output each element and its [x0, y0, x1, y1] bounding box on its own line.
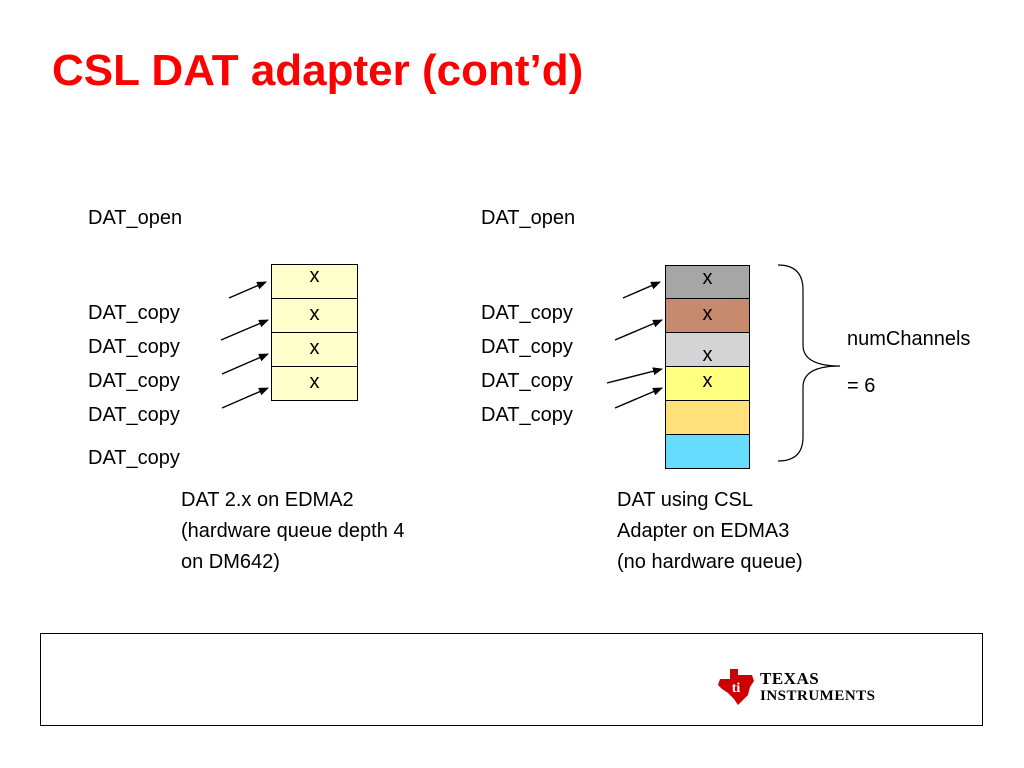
ti-state-icon: ti	[718, 669, 754, 705]
left-dat-copy-label-1: DAT_copy	[88, 302, 180, 324]
right-dat-copy-label-3: DAT_copy	[481, 370, 573, 392]
right-dat-copy-label-1: DAT_copy	[481, 302, 573, 324]
right-channel-cell-2: x	[665, 298, 750, 333]
right-channel-cell-6	[665, 434, 750, 469]
left-arrow-3	[221, 353, 269, 375]
left-dat-copy-label-3: DAT_copy	[88, 370, 180, 392]
svg-text:ti: ti	[732, 681, 741, 696]
ti-logo: ti TEXAS INSTRUMENTS	[716, 665, 896, 709]
right-dat-open-label: DAT_open	[481, 207, 576, 229]
right-caption-line-1: DAT using CSL	[617, 489, 753, 511]
right-dat-copy-label-4: DAT_copy	[481, 404, 573, 426]
left-arrow-2	[220, 319, 269, 341]
right-arrow-3	[606, 367, 663, 384]
right-arrow-2	[614, 319, 663, 341]
left-arrow-1	[228, 281, 267, 299]
num-channels-value: = 6	[847, 375, 876, 397]
left-caption-line-3: on DM642)	[181, 551, 280, 573]
ti-logo-line-2: INSTRUMENTS	[760, 688, 876, 704]
right-channel-cell-1: x	[665, 265, 750, 299]
left-caption-line-2: (hardware queue depth 4	[181, 520, 405, 542]
left-dat-open-label: DAT_open	[88, 207, 183, 229]
left-dat-copy-label-5: DAT_copy	[88, 447, 180, 469]
left-queue-bottom-edge	[271, 366, 358, 401]
right-caption-line-2: Adapter on EDMA3	[617, 520, 790, 542]
num-channels-brace	[777, 264, 841, 462]
left-dat-copy-label-4: DAT_copy	[88, 404, 180, 426]
ti-logo-line-1: TEXAS	[760, 669, 820, 688]
num-channels-label: numChannels	[847, 328, 971, 350]
right-channel-cell-3: x	[665, 332, 750, 367]
right-arrow-4	[614, 387, 663, 409]
right-caption-line-3: (no hardware queue)	[617, 551, 803, 573]
left-caption-line-1: DAT 2.x on EDMA2	[181, 489, 354, 511]
left-arrow-4	[221, 387, 269, 409]
left-queue-cell-1: x	[271, 264, 358, 299]
slide-title: CSL DAT adapter (cont’d)	[52, 46, 584, 95]
footer-box	[40, 633, 983, 726]
right-arrow-1	[622, 281, 661, 299]
right-dat-copy-label-2: DAT_copy	[481, 336, 573, 358]
right-channel-cell-5	[665, 400, 750, 435]
left-dat-copy-label-2: DAT_copy	[88, 336, 180, 358]
